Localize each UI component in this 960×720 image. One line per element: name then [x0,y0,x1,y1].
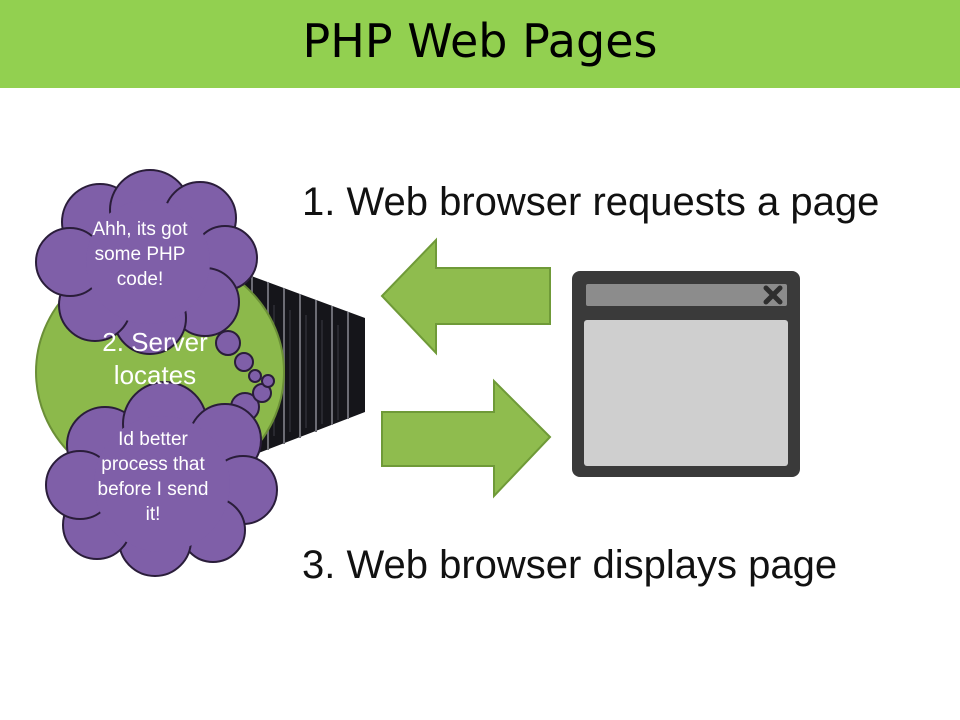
close-icon [763,285,783,305]
browser-window-icon [572,271,800,477]
slide-title: PHP Web Pages [302,14,658,68]
response-arrow [381,378,552,499]
request-arrow [380,237,551,356]
thought-bubble-2 [45,374,278,577]
title-bar: PHP Web Pages [0,0,960,88]
step-3-label: 3. Web browser displays page [302,543,838,587]
server-step-label: 2. Server locates [102,327,208,390]
thought-text-2: Id better process that before I send it! [97,429,209,525]
step-1-label: 1. Web browser requests a page [302,180,880,224]
thought-text-1: Ahh, its got some PHP code! [92,219,188,290]
thought-bubble-1 [35,169,262,383]
